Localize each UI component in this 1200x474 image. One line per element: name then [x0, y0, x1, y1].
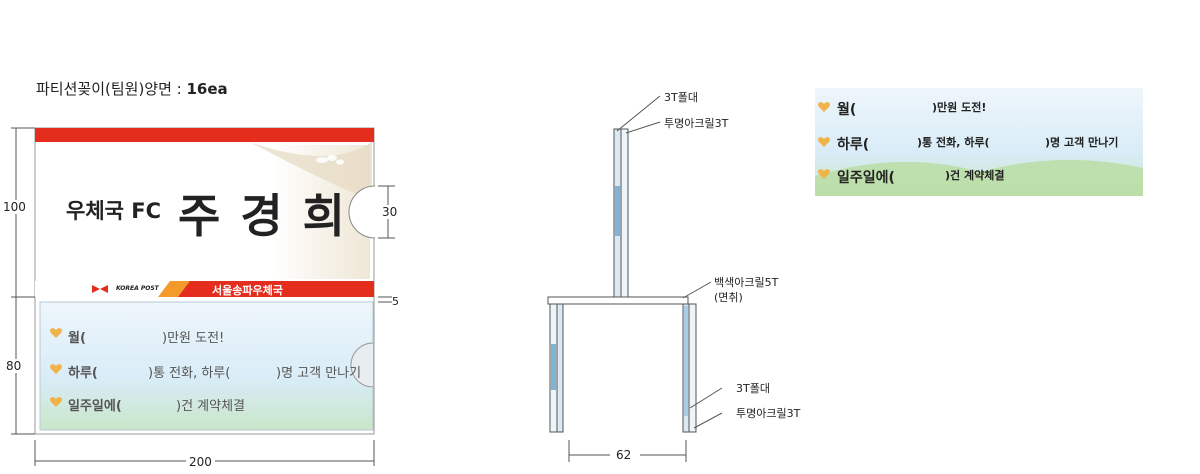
- side-leaders: [568, 95, 723, 462]
- leaf-ornament-icon: [316, 155, 344, 165]
- print-line-2: 하루( )통 전화, 하루( )명 고객 만나기: [837, 134, 1118, 154]
- label-chamfer: (면취): [714, 291, 743, 304]
- notch-circle: [348, 185, 376, 239]
- print-line-1: 월( )만원 도전!: [837, 99, 986, 119]
- label-pole-top: 3T폴대: [664, 91, 698, 104]
- dim-height-top: 100: [3, 200, 26, 214]
- org-label: 우체국 FC: [66, 199, 162, 223]
- label-pole-bottom: 3T폴대: [736, 382, 770, 395]
- label-white-acrylic: 백색아크릴5T: [714, 276, 779, 289]
- dim-lines-left: [11, 127, 395, 466]
- print-line-2-c: )명 고객 만나기: [1045, 136, 1119, 149]
- panel-line-2-b: )통 전화, 하루(: [148, 366, 231, 381]
- deco-swoosh: [250, 142, 372, 200]
- panel-line-3: 일주일에( )건 계약체결: [68, 395, 245, 414]
- dim-base-width: 62: [616, 448, 632, 462]
- white-acrylic-base: [547, 296, 689, 305]
- side-view: [547, 128, 697, 433]
- print-hill: [815, 159, 1143, 196]
- back-panel: [39, 301, 374, 431]
- print-line-2-b: )통 전화, 하루(: [917, 136, 990, 149]
- panel-line-1-a: 월(: [68, 331, 86, 346]
- dim-notch: 30: [382, 205, 398, 219]
- print-line-1-b: )만원 도전!: [932, 101, 987, 114]
- spec-title: 파티션꽂이(팀원)양면 : 16ea: [36, 78, 228, 99]
- right-leg-acrylic: [688, 303, 697, 433]
- office-name: 서울송파우체국: [212, 284, 283, 297]
- label-acrylic-top: 투명아크릴3T: [664, 117, 729, 130]
- top-acrylic: [620, 128, 629, 298]
- panel-line-3-b: )건 계약체결: [176, 399, 246, 414]
- panel-heart-icons: [50, 328, 62, 407]
- korea-post-logo-icon: [92, 285, 108, 293]
- korea-post-text: KOREA POST: [116, 285, 159, 292]
- dim-height-bottom: 80: [6, 359, 22, 373]
- print-line-3: 일주일에( )건 계약체결: [837, 167, 1004, 187]
- label-acrylic-bottom: 투명아크릴3T: [736, 407, 801, 420]
- print-heart-icons: [818, 102, 830, 179]
- person-name: 주 경 희: [178, 189, 347, 243]
- panel-line-1-b: )만원 도전!: [162, 331, 225, 346]
- dim-gap: 5: [392, 295, 399, 308]
- panel-notch: [350, 342, 374, 388]
- panel-line-2-c: )명 고객 만나기: [276, 366, 362, 381]
- panel-line-2: 하루( )통 전화, 하루( )명 고객 만나기: [68, 362, 361, 381]
- spec-title-qty: 16ea: [186, 80, 228, 98]
- print-line-3-b: )건 계약체결: [945, 169, 1005, 182]
- print-line-3-a: 일주일에(: [837, 170, 895, 186]
- panel-line-2-a: 하루(: [68, 366, 98, 381]
- left-leg-pole: [556, 303, 564, 433]
- spec-title-label: 파티션꽂이(팀원)양면 :: [36, 80, 187, 98]
- panel-line-1: 월( )만원 도전!: [68, 327, 224, 346]
- red-top-band: [35, 128, 374, 142]
- print-line-2-a: 하루(: [837, 137, 870, 153]
- dim-width: 200: [186, 455, 215, 469]
- band-slash: [158, 281, 190, 297]
- panel-line-3-a: 일주일에(: [68, 399, 122, 414]
- print-line-1-a: 월(: [837, 102, 857, 118]
